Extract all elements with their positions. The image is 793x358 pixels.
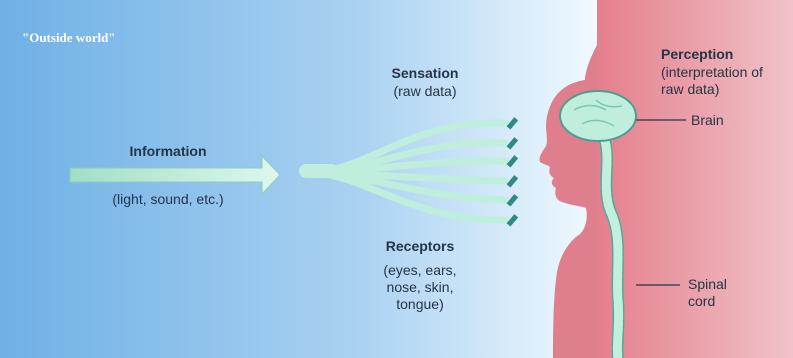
information-title: Information (88, 143, 248, 160)
sensation-title: Sensation (370, 65, 480, 82)
receptors-detail-line: (eyes, ears, (365, 262, 475, 279)
perception-detail-line: (interpretation of (661, 64, 763, 81)
information-detail: (light, sound, etc.) (88, 191, 248, 208)
perception-detail-line: raw data) (661, 81, 719, 98)
perception-title: Perception (661, 46, 733, 63)
brain-label: Brain (691, 112, 724, 129)
spinal-cord-label-line: cord (688, 293, 715, 310)
receptors-title: Receptors (365, 238, 475, 255)
spinal-cord-label-line: Spinal (688, 276, 727, 293)
sensation-detail: (raw data) (370, 83, 480, 100)
receptors-detail-line: nose, skin, (365, 279, 475, 296)
receptors-detail-line: tongue) (365, 296, 475, 313)
outside-world-label: "Outside world" (22, 29, 116, 46)
brain-shape (560, 91, 636, 141)
